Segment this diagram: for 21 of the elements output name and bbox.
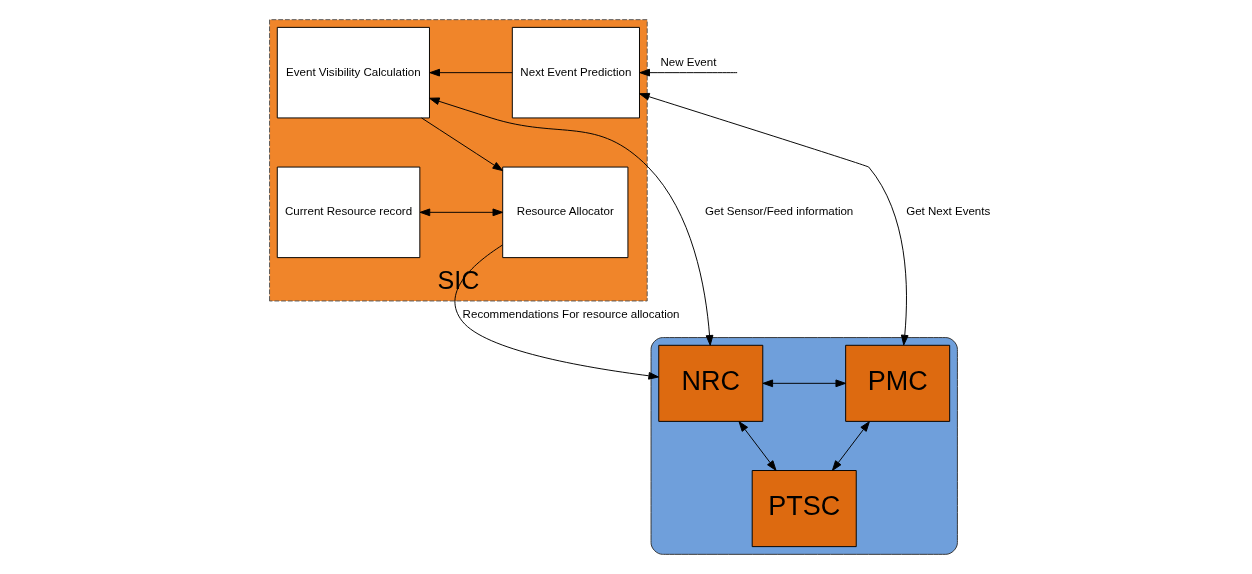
node-box: PMC	[845, 344, 951, 422]
node-box: Resource Allocator	[502, 166, 629, 259]
node-box: Current Resource record	[276, 166, 421, 259]
node-box: Event Visibility Calculation	[276, 26, 430, 119]
edge-label: Get Next Events	[906, 205, 991, 218]
node-box: PTSC	[751, 470, 857, 548]
arrow	[639, 68, 738, 77]
arrow	[831, 421, 870, 471]
arrow	[762, 379, 847, 388]
arrow	[429, 68, 513, 77]
arrow	[454, 244, 659, 380]
edge-label: New Event	[660, 56, 717, 69]
edge-label: Get Sensor/Feed information	[705, 205, 854, 218]
node-box: NRC	[658, 344, 764, 422]
arrow	[421, 117, 504, 172]
arrow	[639, 92, 909, 346]
arrow	[738, 421, 777, 471]
arrow	[419, 208, 504, 217]
edge-label: Recommendations For resource allocation	[462, 307, 680, 320]
node-box: Next Event Prediction	[511, 26, 640, 119]
arrow	[429, 97, 714, 346]
